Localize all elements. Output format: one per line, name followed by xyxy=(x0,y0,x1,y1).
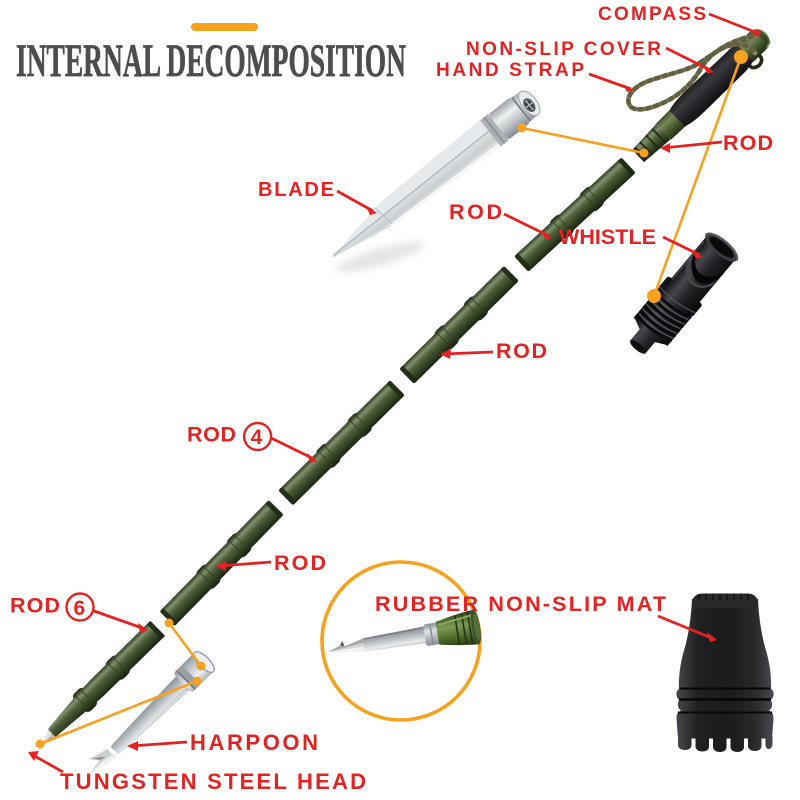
svg-text:COMPASS: COMPASS xyxy=(598,4,706,25)
svg-text:ROD: ROD xyxy=(10,594,60,618)
svg-text:BLADE: BLADE xyxy=(258,179,334,201)
svg-text:ROD: ROD xyxy=(723,131,773,155)
svg-text:6: 6 xyxy=(74,597,86,620)
svg-text:4: 4 xyxy=(251,426,263,449)
svg-text:RUBBER NON-SLIP MAT: RUBBER NON-SLIP MAT xyxy=(375,592,666,616)
svg-text:ROD: ROD xyxy=(449,200,502,224)
svg-text:ROD: ROD xyxy=(274,551,326,575)
svg-text:INTERNAL DECOMPOSITION: INTERNAL DECOMPOSITION xyxy=(16,35,406,87)
svg-text:HARPOON: HARPOON xyxy=(190,730,318,755)
svg-text:ROD: ROD xyxy=(187,423,236,447)
svg-text:TUNGSTEN STEEL HEAD: TUNGSTEN STEEL HEAD xyxy=(60,769,366,794)
svg-text:NON-SLIP COVER: NON-SLIP COVER xyxy=(466,39,661,60)
svg-text:WHISTLE: WHISTLE xyxy=(559,225,656,249)
svg-text:HAND STRAP: HAND STRAP xyxy=(436,60,584,81)
svg-text:ROD: ROD xyxy=(496,339,547,363)
